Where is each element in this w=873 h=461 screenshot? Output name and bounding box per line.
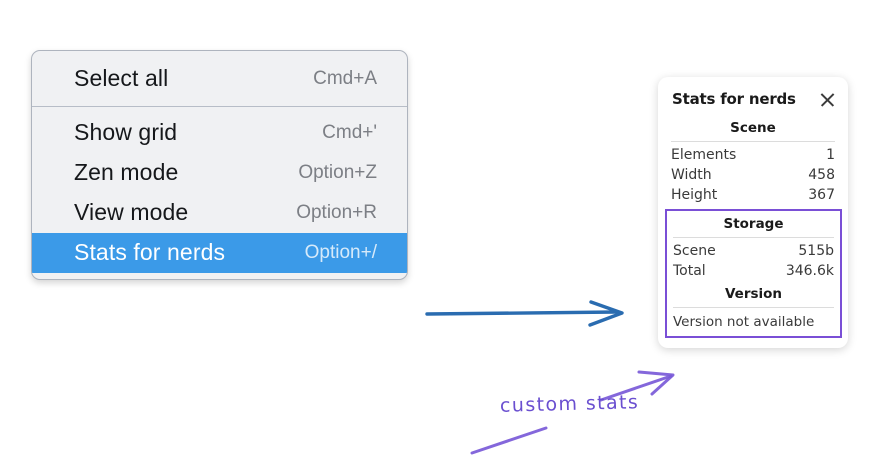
stat-value: 367 (808, 187, 835, 203)
stat-key: Elements (671, 147, 737, 163)
stat-value: 515b (798, 243, 834, 259)
menu-item-shortcut: Option+Z (298, 161, 377, 183)
close-icon[interactable] (820, 92, 835, 107)
stats-panel-title: Stats for nerds (672, 90, 796, 108)
stat-value: 1 (826, 147, 835, 163)
menu-item-shortcut: Cmd+' (322, 121, 377, 143)
purple-underline-stroke (470, 426, 548, 455)
custom-stats-highlight-box: Storage Scene 515b Total 346.6k Version … (665, 209, 842, 338)
stat-value: 458 (808, 167, 835, 183)
stat-key: Width (671, 167, 712, 183)
menu-item-select-all[interactable]: Select all Cmd+A (32, 59, 407, 99)
menu-separator (32, 106, 407, 107)
stat-row-elements: Elements 1 (671, 145, 835, 165)
storage-section: Storage Scene 515b Total 346.6k (673, 211, 834, 281)
stat-value: 346.6k (785, 263, 834, 279)
menu-item-zen-mode[interactable]: Zen mode Option+Z (32, 153, 407, 193)
menu-item-stats-for-nerds[interactable]: Stats for nerds Option+/ (32, 233, 407, 273)
menu-item-shortcut: Cmd+A (313, 67, 377, 89)
menu-item-show-grid[interactable]: Show grid Cmd+' (32, 113, 407, 153)
context-menu-group-2: Show grid Cmd+' Zen mode Option+Z View m… (32, 107, 407, 279)
stats-panel-header: Stats for nerds (658, 87, 848, 108)
scene-heading: Scene (730, 120, 776, 136)
divider (671, 141, 835, 142)
blue-arrow (425, 300, 624, 327)
version-heading: Version (724, 286, 783, 302)
stat-row-storage-total: Total 346.6k (673, 261, 834, 281)
version-note: Version not available (673, 314, 815, 330)
stat-key: Total (673, 263, 706, 279)
menu-item-label: Zen mode (74, 159, 179, 185)
menu-item-label: Stats for nerds (74, 239, 226, 265)
divider (673, 307, 834, 308)
annotation-label-custom-stats: custom stats (499, 391, 640, 417)
menu-item-label: Select all (74, 65, 169, 91)
menu-item-view-mode[interactable]: View mode Option+R (32, 193, 407, 233)
version-section: Version Version not available (673, 281, 834, 332)
stat-row-width: Width 458 (671, 165, 835, 185)
context-menu: Select all Cmd+A Show grid Cmd+' Zen mod… (31, 50, 408, 280)
stat-key: Height (671, 187, 718, 203)
divider (673, 237, 834, 238)
scene-section: Scene Elements 1 Width 458 Height 367 (658, 108, 848, 205)
stat-row-height: Height 367 (671, 185, 835, 205)
storage-heading: Storage (723, 216, 784, 232)
menu-item-label: View mode (74, 199, 189, 225)
menu-item-shortcut: Option+R (296, 201, 377, 223)
stats-for-nerds-panel: Stats for nerds Scene Elements 1 Width 4… (658, 77, 848, 348)
menu-item-label: Show grid (74, 119, 178, 145)
menu-item-shortcut: Option+/ (304, 241, 377, 263)
stat-key: Scene (673, 243, 716, 259)
stat-row-storage-scene: Scene 515b (673, 241, 834, 261)
context-menu-group-1: Select all Cmd+A (32, 51, 407, 106)
